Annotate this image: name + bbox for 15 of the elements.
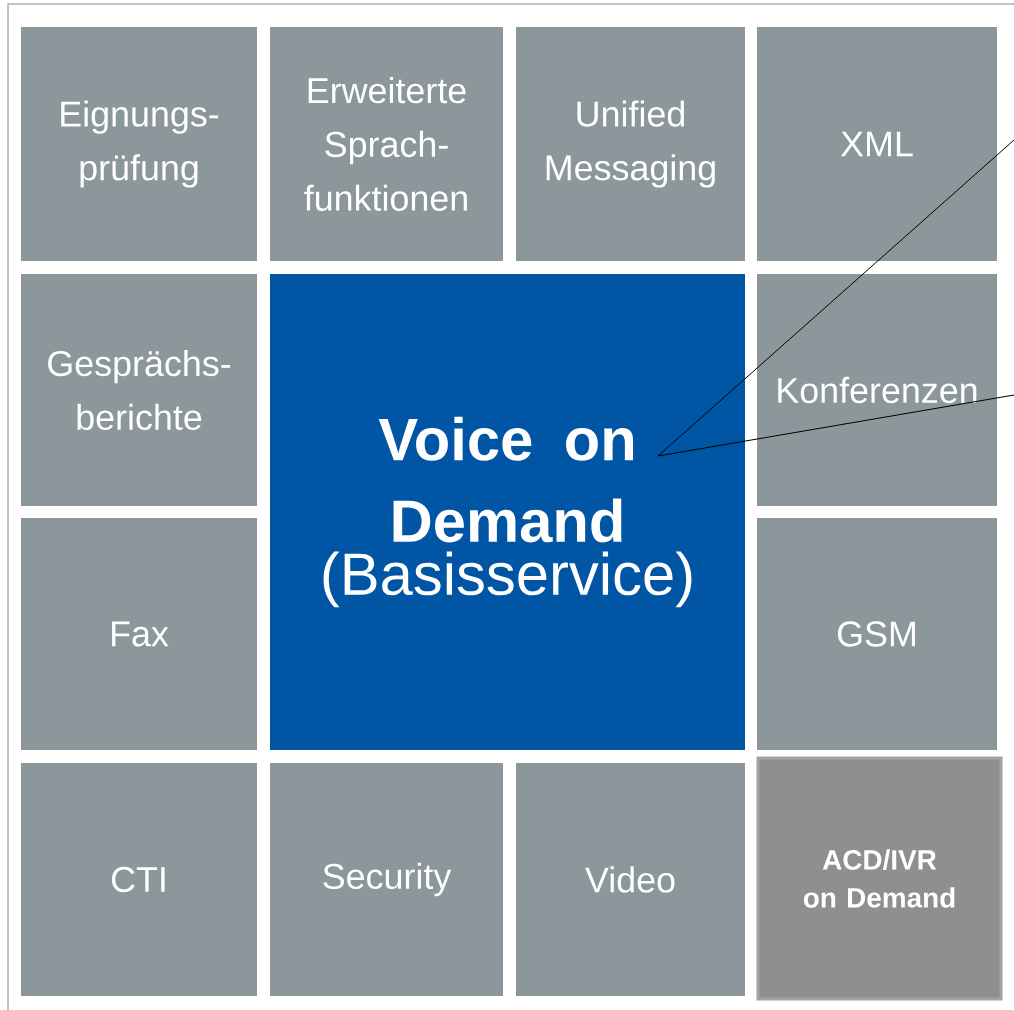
feature-tile: Unified Messaging: [516, 27, 745, 261]
feature-tile: Eignungs- prüfung: [21, 27, 257, 261]
core-service-box: Voice on Demand (Basisservice): [270, 274, 745, 750]
feature-tile: XML: [757, 27, 997, 261]
feature-tile: Video: [516, 763, 745, 996]
feature-tile: CTI: [21, 763, 257, 996]
leader-line: [657, 139, 1014, 457]
feature-tile: Erweiterte Sprach- funktionen: [270, 27, 503, 261]
feature-tile: Fax: [21, 518, 257, 750]
leader-line: [657, 394, 1014, 457]
feature-tile: GSM: [757, 518, 997, 750]
highlighted-tile: ACD/IVR on Demand: [756, 756, 1003, 1001]
feature-tile: Gesprächs- berichte: [21, 274, 257, 506]
feature-tile: Security: [270, 763, 503, 996]
feature-tile: Konferenzen: [757, 274, 997, 506]
